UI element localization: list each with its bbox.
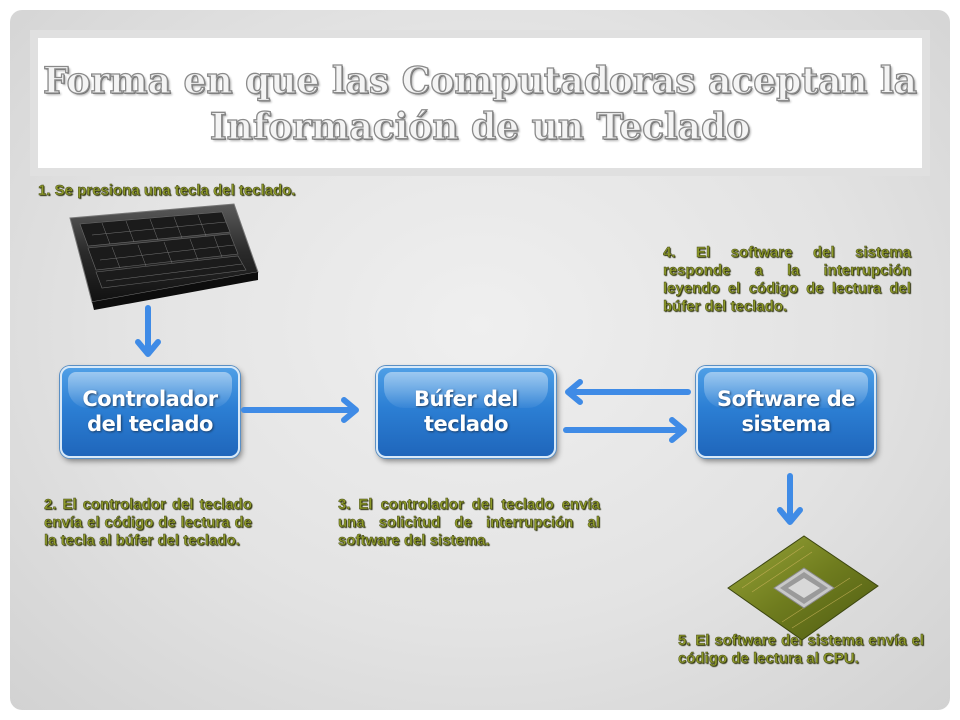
node-system-software-label: Software de sistema [717, 387, 855, 436]
arrow-software-to-cpu-head [777, 507, 803, 525]
slide-title: Forma en que las Computadoras aceptan la… [42, 59, 918, 148]
arrow-buffer-to-software-head [669, 417, 687, 443]
step-5-text: 5. El software del sistema envía el códi… [678, 632, 924, 667]
slide: Forma en que las Computadoras aceptan la… [10, 10, 950, 710]
step-4-text: 4. El software del sistema responde a la… [663, 244, 911, 315]
node-keyboard-controller-label: Controlador del teclado [82, 387, 218, 436]
cpu-chip-icon [727, 535, 879, 641]
node-system-software: Software de sistema [696, 366, 876, 458]
node-keyboard-buffer: Búfer del teclado [376, 366, 556, 458]
node-keyboard-controller: Controlador del teclado [60, 366, 240, 458]
step-2-text: 2. El controlador del teclado envía el c… [44, 496, 252, 549]
keyboard-icon [69, 203, 259, 310]
title-inner: Forma en que las Computadoras aceptan la… [38, 38, 922, 168]
arrow-keyboard-to-controller-head [135, 339, 161, 357]
node-keyboard-buffer-label: Búfer del teclado [414, 387, 518, 436]
title-box: Forma en que las Computadoras aceptan la… [30, 30, 930, 176]
arrow-controller-to-buffer-head [341, 397, 359, 423]
step-3-text: 3. El controlador del teclado envía una … [338, 496, 600, 549]
arrow-software-to-buffer-head [565, 379, 583, 405]
step-1-text: 1. Se presiona una tecla del teclado. [38, 182, 296, 199]
